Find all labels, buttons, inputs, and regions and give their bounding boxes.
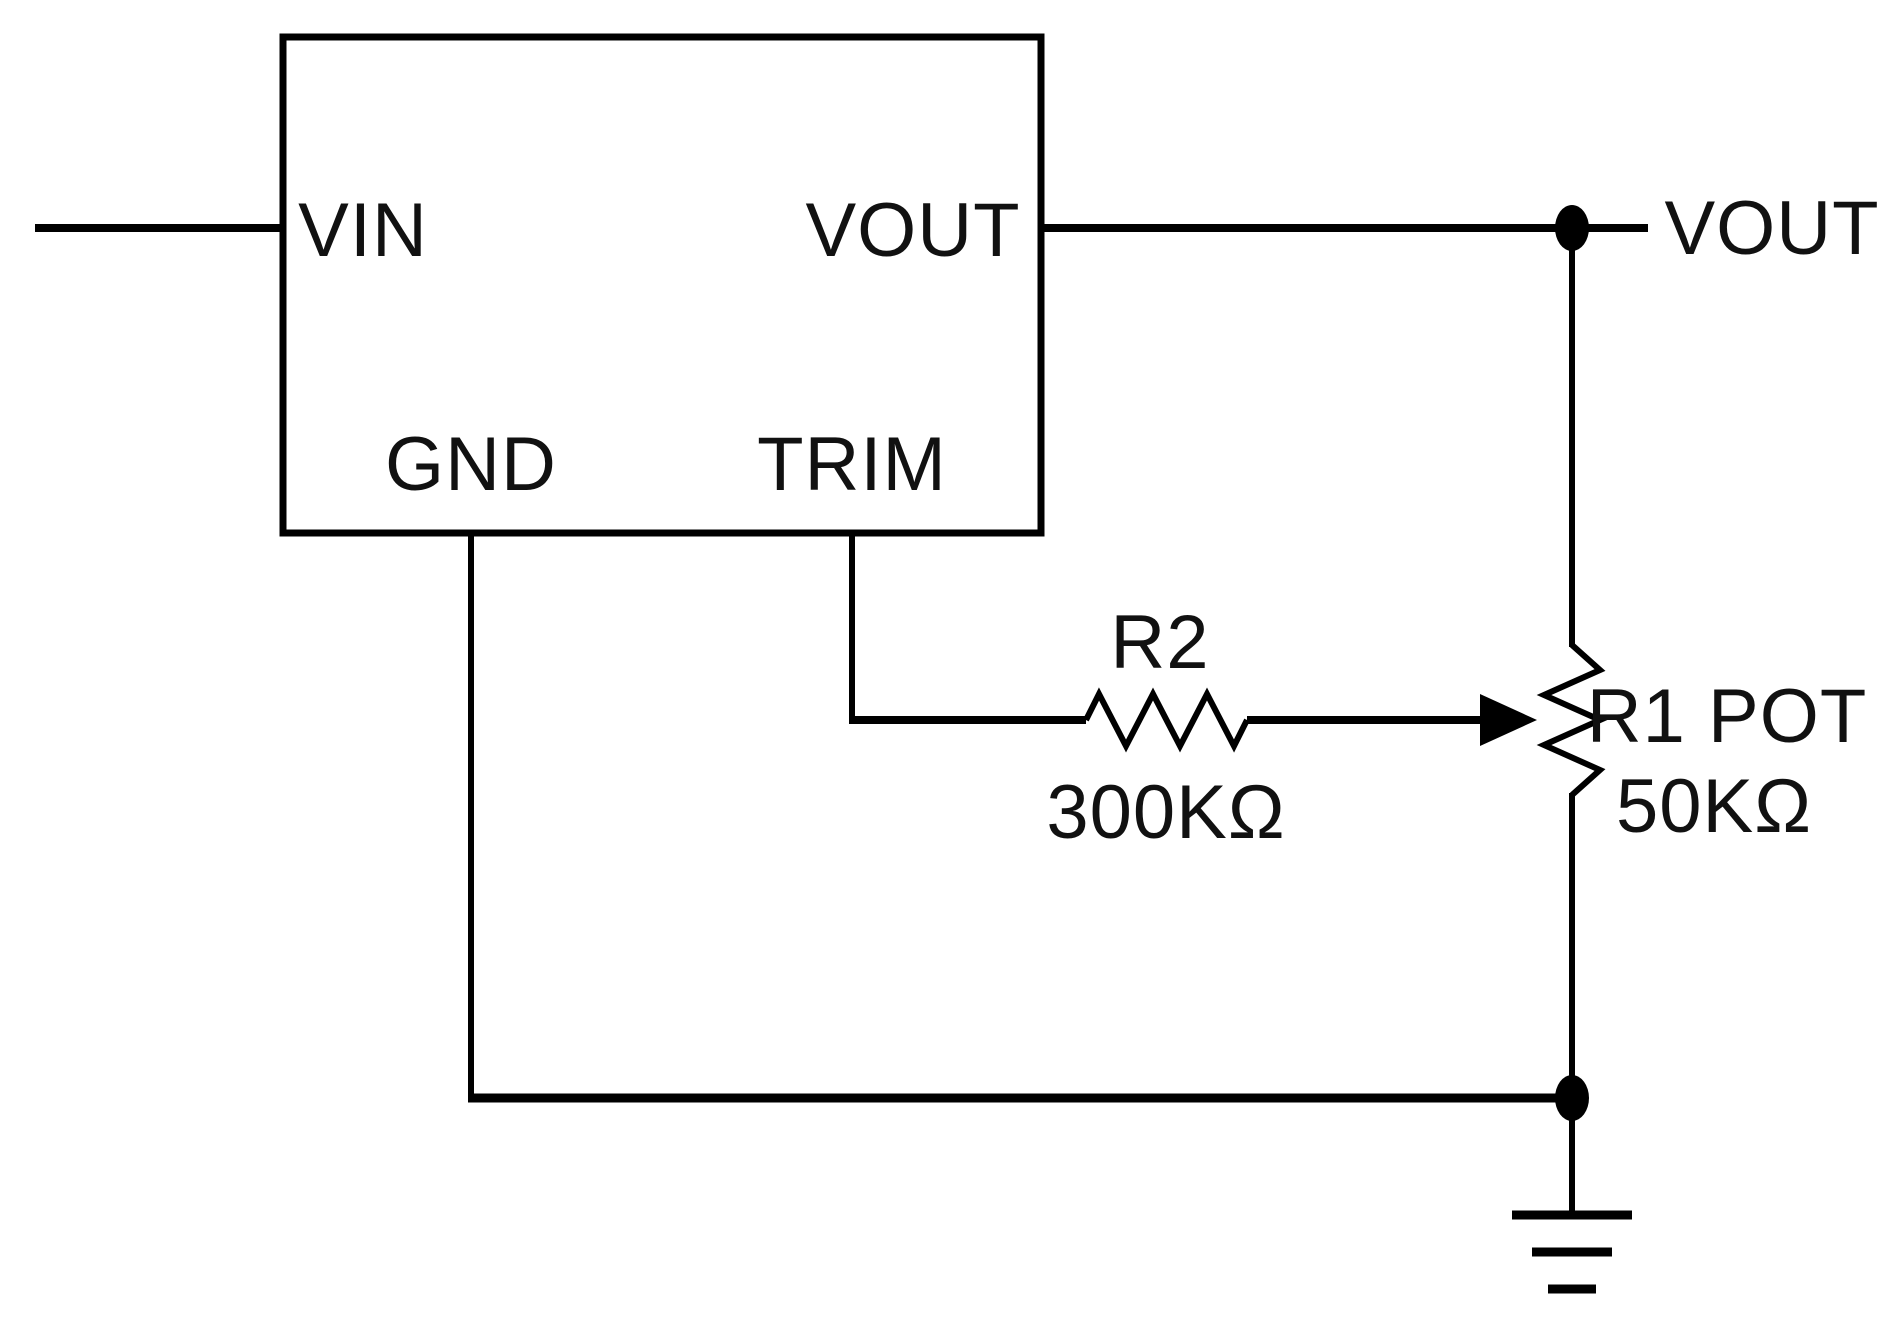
wiper-arrowhead	[1480, 694, 1537, 746]
pin-label-vin: VIN	[298, 188, 428, 273]
ground-symbol-icon	[1512, 1210, 1632, 1294]
net-label-vout: VOUT	[1664, 186, 1879, 271]
pin-label-trim: TRIM	[757, 422, 947, 507]
r2-ref-label: R2	[1110, 600, 1209, 685]
pin-label-gnd: GND	[385, 422, 557, 507]
r1-potentiometer-zigzag	[1536, 642, 1608, 798]
r1-value-label: 50KΩ	[1616, 764, 1812, 849]
r2-resistor-zigzag	[1083, 687, 1250, 753]
pin-label-vout: VOUT	[805, 188, 1020, 273]
regulator-box	[279, 33, 1045, 537]
r2-value-label: 300KΩ	[1046, 770, 1285, 855]
r1-ref-label: R1 POT	[1587, 674, 1868, 759]
